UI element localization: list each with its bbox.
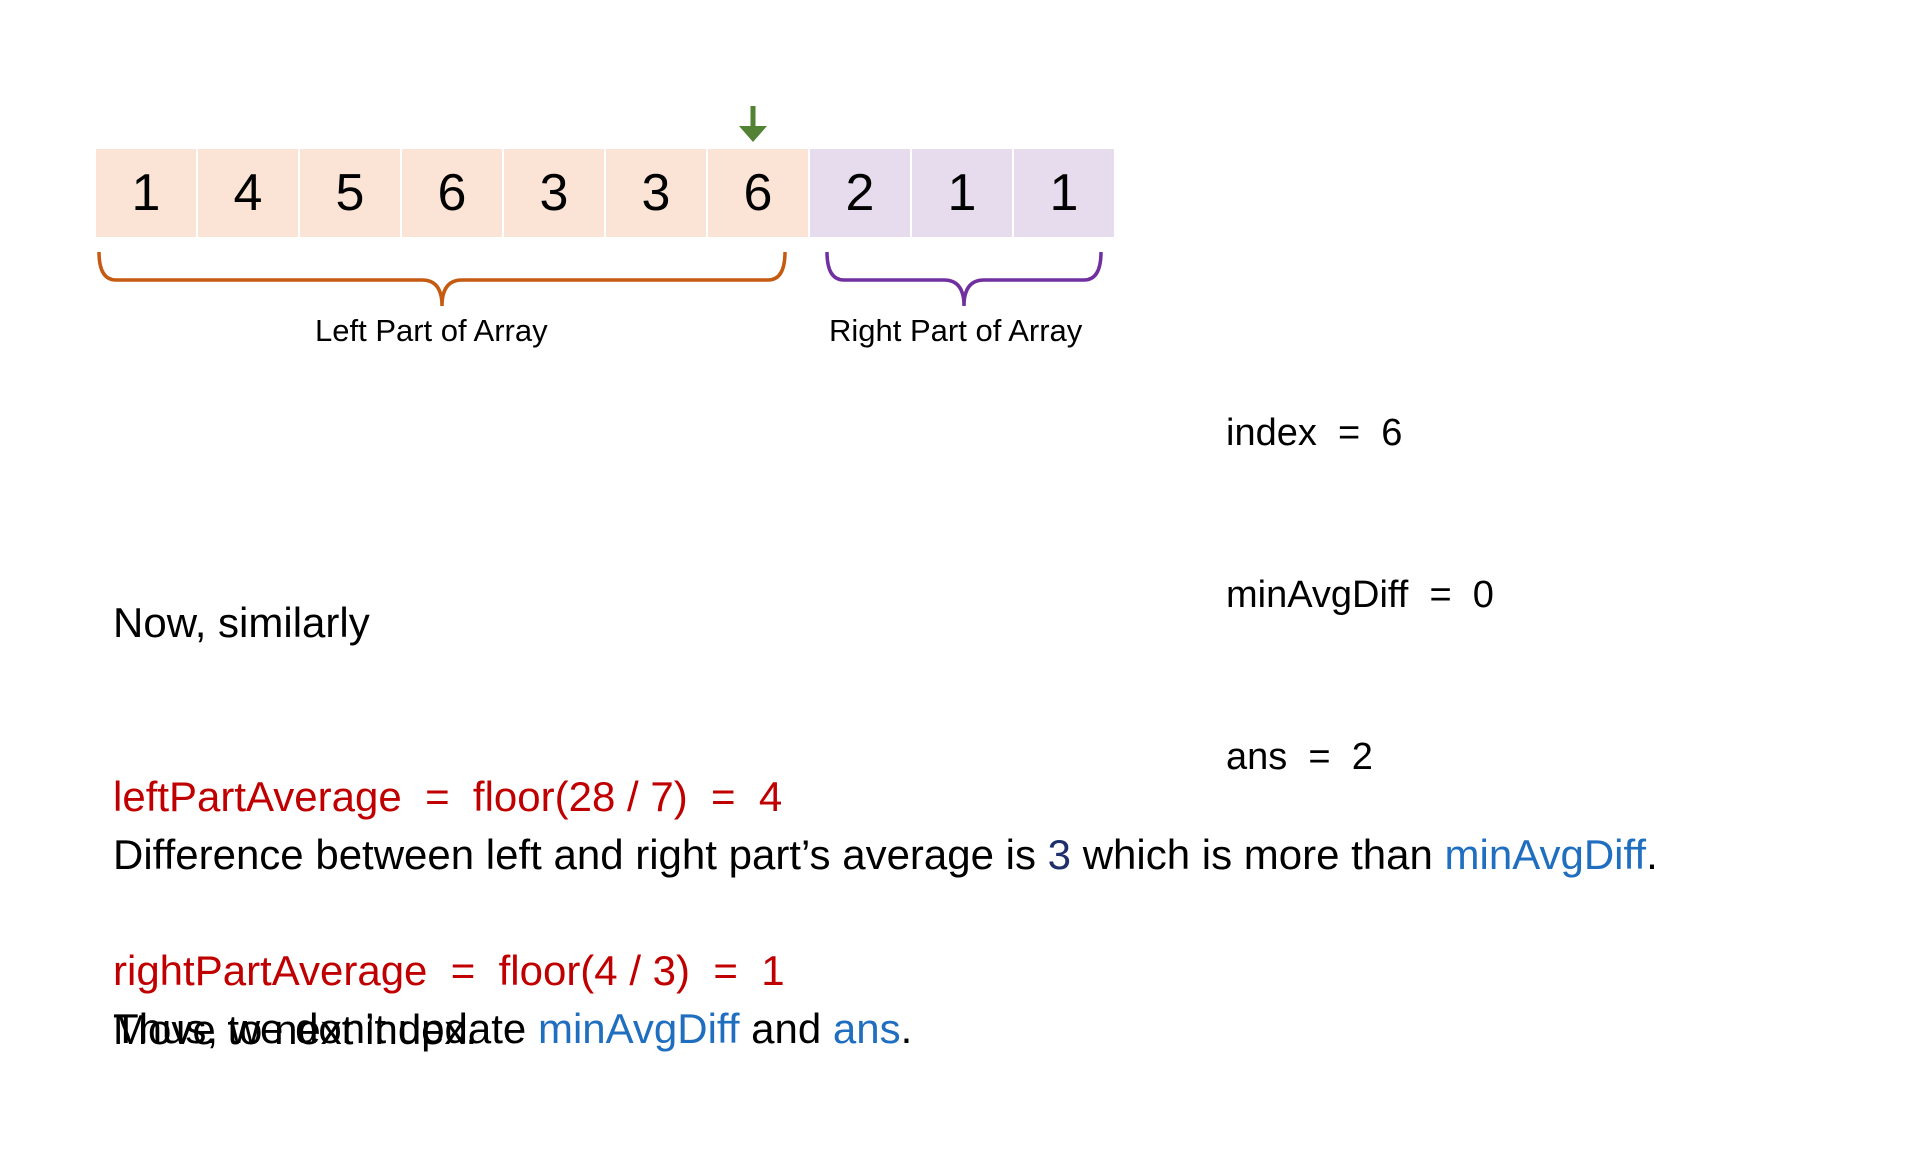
array-cell-current: 6 — [708, 149, 808, 237]
thus-variable-ans: ans — [832, 1005, 901, 1052]
array-cell: 3 — [504, 149, 604, 237]
left-average-formula: leftPartAverage = floor(28 / 7) = 4 — [113, 773, 783, 820]
explanation-comparison: Difference between left and right part’s… — [113, 710, 1658, 1174]
array-cell: 4 — [198, 149, 298, 237]
array-cell: 1 — [96, 149, 196, 237]
thus-sentence: Thus, we don’t update minAvgDiff and ans… — [113, 1000, 1658, 1058]
thus-and: and — [739, 1005, 833, 1052]
right-average-formula: rightPartAverage = floor(4 / 3) = 1 — [113, 947, 785, 994]
array-cell: 6 — [402, 149, 502, 237]
right-part-label: Right Part of Array — [829, 313, 1083, 348]
difference-prefix: Difference between left and right part’s… — [113, 831, 1048, 878]
thus-variable-min: minAvgDiff — [537, 1005, 740, 1052]
difference-end: . — [1646, 831, 1658, 878]
down-arrow-icon — [739, 106, 767, 142]
difference-sentence: Difference between left and right part’s… — [113, 826, 1658, 884]
variable-state: index = 6 minAvgDiff = 0 ans = 2 — [1226, 298, 1494, 892]
array-cell: 3 — [606, 149, 706, 237]
index-value: index = 6 — [1226, 412, 1403, 454]
thus-prefix: Thus, we don’t update — [113, 1005, 538, 1052]
min-avg-diff-value: minAvgDiff = 0 — [1226, 574, 1494, 616]
array-cell: 5 — [300, 149, 400, 237]
move-next-line: Move to next index. — [113, 1006, 478, 1053]
difference-mid: which is more than — [1071, 831, 1445, 878]
array-row: 1 4 5 6 3 3 6 2 1 1 — [96, 149, 1116, 237]
thus-end: . — [900, 1005, 913, 1052]
right-part-brace — [825, 251, 1103, 307]
left-part-label: Left Part of Array — [315, 313, 548, 348]
left-part-brace — [97, 251, 787, 307]
ans-value: ans = 2 — [1226, 736, 1373, 778]
explanation-next: Move to next index. — [113, 885, 477, 1175]
intro-line: Now, similarly — [113, 599, 370, 646]
difference-value: 3 — [1047, 831, 1072, 878]
array-cell: 1 — [912, 149, 1012, 237]
array-cell: 2 — [810, 149, 910, 237]
slide: 1 4 5 6 3 3 6 2 1 1 Left Part of Array R… — [96, 106, 1658, 1053]
difference-variable: minAvgDiff — [1444, 831, 1647, 878]
explanation-intro: Now, similarly leftPartAverage = floor(2… — [113, 478, 785, 1116]
array-cell: 1 — [1014, 149, 1114, 237]
